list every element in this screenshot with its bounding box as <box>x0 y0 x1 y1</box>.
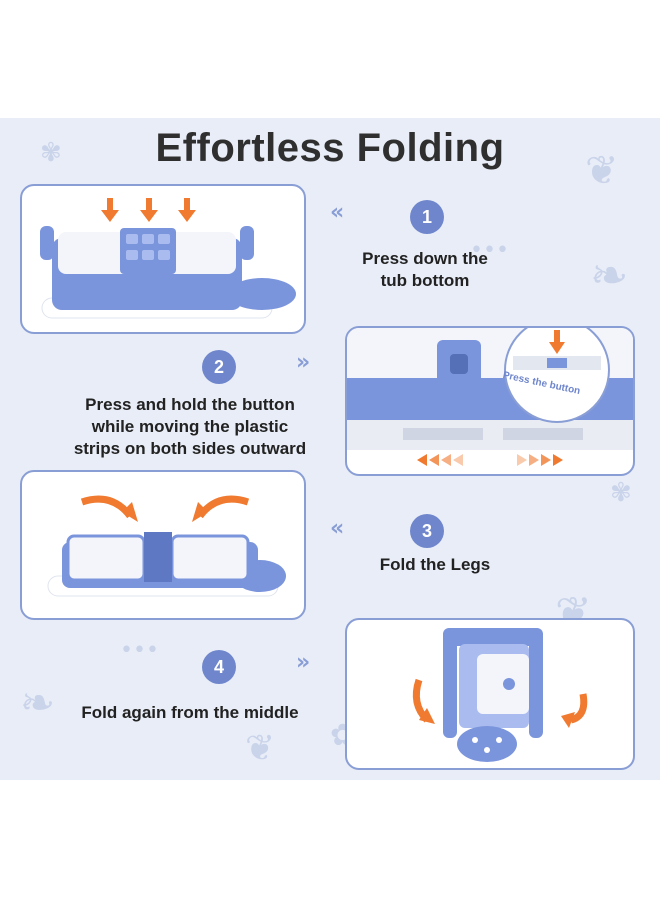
step4-caption-line: Fold again from the middle <box>81 703 299 722</box>
step1-number-badge: 1 <box>410 200 444 234</box>
step4-caption: Fold again from the middle <box>40 702 340 724</box>
step4-number-badge: 4 <box>202 650 236 684</box>
infographic-background: ❦ ❧ ❦ ❧ ❦ ✿ ✾ ✾ ••• ••• Effortless Foldi… <box>0 118 660 780</box>
step4-image-panel <box>345 618 635 770</box>
page-title: Effortless Folding <box>155 126 505 170</box>
step1-caption: Press down the tub bottom <box>345 248 505 292</box>
step1-caption-line: Press down the <box>362 249 488 268</box>
chevron-right-icon: » <box>296 650 310 675</box>
step1-image-panel <box>20 184 306 334</box>
leaf-doodle-icon: ❦ <box>585 148 619 194</box>
step2-caption-line: Press and hold the button <box>85 395 295 414</box>
leaf-doodle-icon: ❦ <box>245 728 276 769</box>
dot-doodle-icon: ••• <box>120 638 159 663</box>
dot-doodle-icon: ••• <box>470 238 509 263</box>
step2-caption: Press and hold the button while moving t… <box>40 394 340 460</box>
step1-caption-line: tub bottom <box>380 271 470 290</box>
tub-pressed-illustration <box>40 198 296 319</box>
step2-image-panel: Press the button <box>345 326 635 476</box>
step2-caption-line: strips on both sides outward <box>73 439 307 458</box>
step3-image-panel <box>20 470 306 620</box>
flower-doodle-icon: ✾ <box>40 138 62 168</box>
button-strip-illustration <box>347 328 633 466</box>
chevron-right-icon: » <box>296 350 310 375</box>
chevron-left-icon: « <box>330 516 344 541</box>
fold-legs-illustration <box>47 495 286 597</box>
leaf-doodle-icon: ❧ <box>20 678 56 727</box>
step3-number-badge: 3 <box>410 514 444 548</box>
step2-caption-line: while moving the plastic <box>91 417 289 436</box>
step2-number-badge: 2 <box>202 350 236 384</box>
step3-caption-line: Fold the Legs <box>379 555 491 574</box>
chevron-left-icon: « <box>330 200 344 225</box>
step3-caption: Fold the Legs <box>345 554 525 576</box>
leaf-doodle-icon: ❧ <box>590 248 629 302</box>
flower-doodle-icon: ✾ <box>610 478 632 508</box>
fold-middle-illustration <box>412 628 588 762</box>
